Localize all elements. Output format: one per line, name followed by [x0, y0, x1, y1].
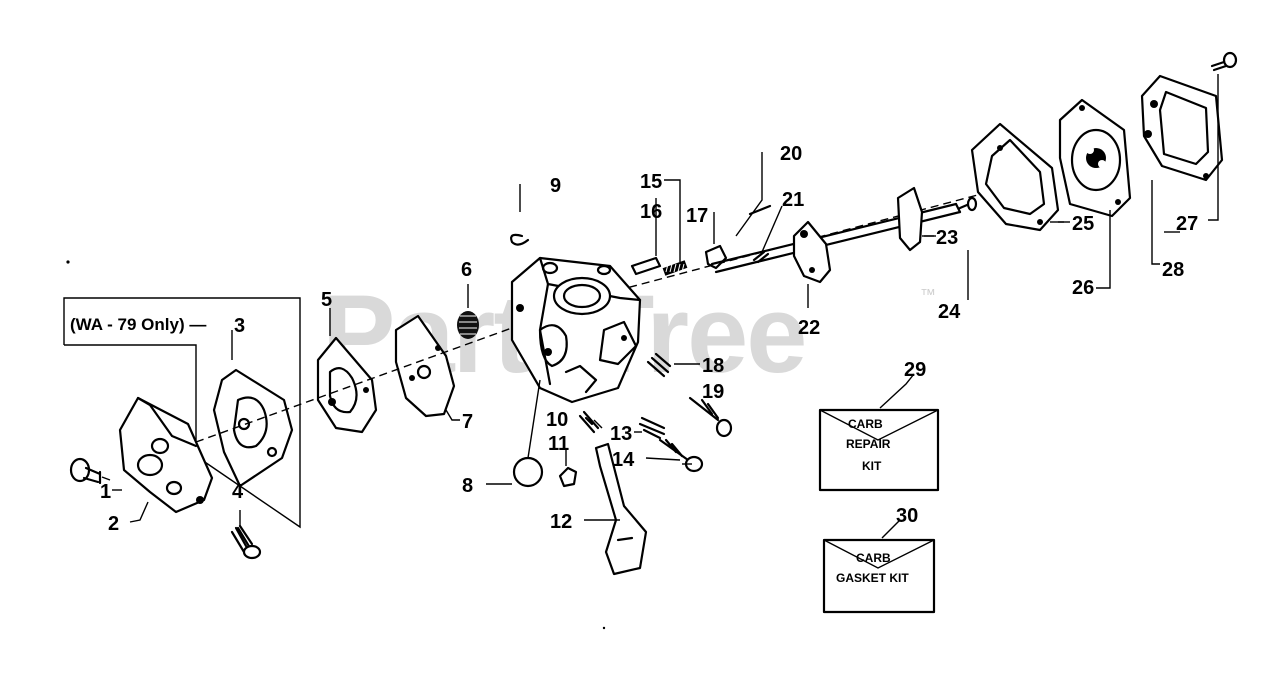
- wa79-note: (WA - 79 Only) —: [70, 315, 206, 334]
- part-label-22: 22: [798, 317, 820, 339]
- part-19-screw: [688, 396, 733, 438]
- part-22-plate: [792, 220, 832, 308]
- part-1-screw: [69, 457, 111, 485]
- part-label-11: 11: [548, 433, 569, 455]
- repair-kit-line3: KIT: [862, 459, 882, 473]
- part-label-10: 10: [546, 409, 568, 431]
- part-label-28: 28: [1162, 259, 1184, 281]
- part-label-23: 23: [936, 227, 958, 249]
- part-28-cover: [1140, 74, 1224, 265]
- part-27-screw: [1208, 51, 1238, 221]
- part-13-spring: [638, 416, 666, 440]
- part-label-16: 16: [640, 201, 662, 223]
- part-label-27: 27: [1176, 213, 1198, 235]
- part-26-diaphragm: [1058, 98, 1132, 289]
- part-11-nut: [558, 450, 578, 488]
- part-label-9: 9: [550, 175, 561, 197]
- part-4-screw: [230, 510, 262, 560]
- part-15-spring: [662, 179, 688, 276]
- part-3-gasket: [212, 368, 294, 488]
- part-label-25: 25: [1072, 213, 1094, 235]
- part-12-lever: [584, 442, 648, 576]
- part-label-18: 18: [702, 355, 724, 377]
- part-label-15: 15: [640, 171, 662, 193]
- part-label-2: 2: [108, 513, 119, 535]
- part-label-1: 1: [100, 481, 111, 503]
- part-label-29: 29: [904, 359, 926, 381]
- carb-gasket-kit: CARB GASKET KIT: [822, 519, 936, 614]
- part-10-needle: [578, 410, 600, 434]
- part-8-disc: [512, 379, 544, 488]
- part-label-13: 13: [610, 423, 632, 445]
- wa79-bracket: [63, 297, 301, 529]
- part-label-30: 30: [896, 505, 918, 527]
- gasket-kit-line2: GASKET KIT: [836, 571, 909, 585]
- part-label-24: 24: [938, 301, 961, 323]
- part-25-gasket: [970, 122, 1064, 232]
- part-label-8: 8: [462, 475, 473, 497]
- part-label-5: 5: [321, 289, 332, 311]
- part-7-plate: [394, 314, 460, 421]
- part-label-20: 20: [780, 143, 802, 165]
- part-label-3: 3: [234, 315, 245, 337]
- part-label-14: 14: [612, 449, 635, 471]
- part-14-screw: [658, 438, 704, 473]
- part-24-screw: [958, 196, 978, 300]
- part-label-19: 19: [702, 381, 724, 403]
- watermark-trademark: ™: [920, 287, 936, 304]
- part-label-6: 6: [461, 259, 472, 281]
- repair-kit-line2: REPAIR: [846, 437, 891, 451]
- gasket-kit-line1: CARB: [856, 551, 891, 565]
- part-17-lever: [704, 212, 728, 270]
- part-label-21: 21: [782, 189, 804, 211]
- carburetor-body: [510, 256, 642, 404]
- part-5-gasket: [316, 308, 378, 434]
- part-label-17: 17: [686, 205, 708, 227]
- repair-kit-line1: CARB: [848, 417, 883, 431]
- part-9-clip: [510, 184, 530, 246]
- part-label-7: 7: [462, 411, 473, 433]
- part-label-12: 12: [550, 511, 572, 533]
- part-18-spring: [646, 352, 700, 378]
- part-label-26: 26: [1072, 277, 1094, 299]
- part-16-pin: [630, 198, 662, 276]
- part-2-inlet-cover: [118, 396, 214, 523]
- part-6-screen: [457, 284, 479, 339]
- part-20-pin: [735, 152, 772, 237]
- carb-repair-kit: CARB REPAIR KIT: [818, 373, 940, 492]
- part-label-4: 4: [232, 481, 244, 503]
